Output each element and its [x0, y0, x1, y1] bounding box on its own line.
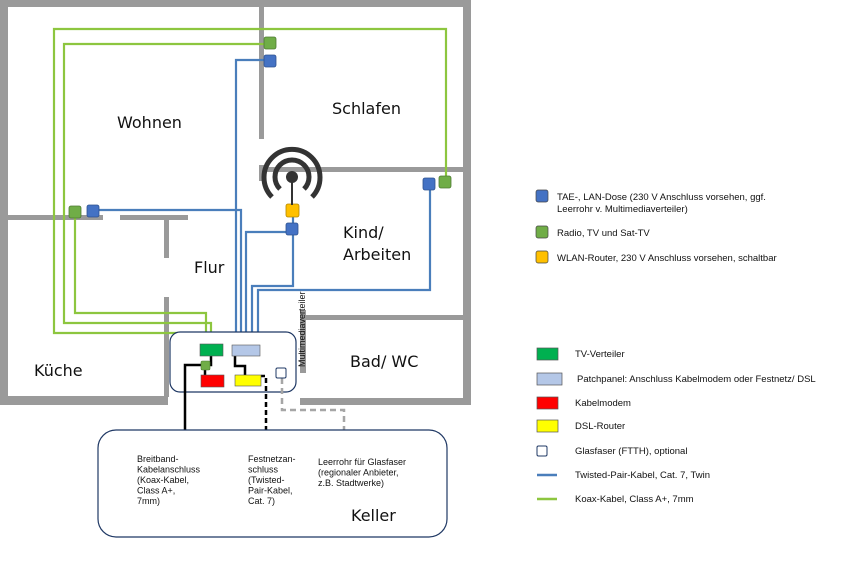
dsl-router — [234, 374, 262, 387]
legend-label-modem: Kabelmodem — [575, 398, 631, 409]
outlet-wlan-router — [285, 203, 300, 218]
breitband-line: Class A+, — [137, 486, 175, 496]
tp-cable-kind — [256, 184, 432, 346]
koax-cables — [52, 27, 448, 346]
tp-cables — [92, 58, 432, 346]
room-label-bad: Bad/ WC — [350, 352, 418, 371]
breitband-line: Breitband- — [137, 454, 179, 464]
koax-cable-schlafen — [62, 42, 270, 346]
multimedia-label: Multimediaverteiler — [297, 291, 307, 367]
room-label-arbeiten: Arbeiten — [343, 245, 411, 264]
room-label-kueche: Küche — [34, 361, 83, 380]
outlet-lan-kind — [422, 177, 436, 191]
outlet-radio-kind — [438, 175, 452, 189]
legend-swatch-tv — [536, 347, 559, 361]
keller-label-glasfaser: Leerrohr für Glasfaser(regionaler Anbiet… — [318, 457, 406, 488]
koax-cable-wohnen — [73, 212, 208, 346]
outlet-lan-flur — [285, 222, 299, 236]
wlan-signal-icon — [261, 146, 323, 199]
keller-box — [97, 429, 448, 538]
legend-swatch-ftth — [536, 445, 548, 457]
legend-label: Radio, TV und Sat-TV — [557, 228, 650, 239]
room-label-keller: Keller — [351, 506, 396, 525]
cable-modem — [200, 374, 225, 388]
outlet-radio-schlafen — [263, 36, 277, 50]
tp-cable-schlafen — [234, 58, 270, 346]
outlet-lan-schlafen — [263, 54, 277, 68]
koax-feed-line — [183, 356, 213, 440]
legend-label-koax: Koax-Kabel, Class A+, 7mm — [575, 494, 694, 505]
glasfaser-line: Leerrohr für Glasfaser — [318, 457, 406, 467]
keller-label-festnetz: Festnetzan-schluss(Twisted-Pair-Kabel,Ca… — [248, 454, 296, 506]
outlet-lan-wohnen — [86, 204, 100, 218]
legend-swatch — [535, 250, 549, 264]
patch-to-dsl-line — [233, 356, 247, 375]
multimedia-distributor-box — [169, 331, 297, 393]
room-label-schlafen: Schlafen — [332, 99, 401, 118]
tv-distributor — [199, 343, 224, 357]
keller-label-breitband: Breitband-Kabelanschluss(Koax-Kabel,Clas… — [137, 454, 201, 506]
legend-label-ftth: Glasfaser (FTTH), optional — [575, 446, 687, 457]
festnetz-line: Festnetzan- — [248, 454, 296, 464]
outlet-radio-wohnen — [68, 205, 82, 219]
breitband-line: Kabelanschluss — [137, 465, 201, 475]
festnetz-line: (Twisted- — [248, 475, 285, 485]
room-label-flur: Flur — [194, 258, 225, 277]
festnetz-feed-line — [261, 374, 268, 447]
legend-label-dsl: DSL-Router — [575, 421, 625, 432]
legend-label-patch: Patchpanel: Anschluss Kabelmodem oder Fe… — [577, 374, 816, 385]
glasfaser-line: (regionaler Anbieter, — [318, 468, 399, 478]
glasfaser-tube — [280, 378, 346, 445]
patch-panel — [231, 344, 261, 357]
legend-swatch-dsl — [536, 419, 559, 433]
festnetz-line: Cat. 7) — [248, 496, 275, 506]
legend-label-tv: TV-Verteiler — [575, 349, 625, 360]
koax-cable-schlafen-far — [52, 27, 448, 346]
festnetz-line: schluss — [248, 465, 279, 475]
legend-swatch-patch — [536, 372, 563, 386]
legend-swatch-modem — [536, 396, 559, 410]
festnetz-line: Pair-Kabel, — [248, 486, 293, 496]
legend-swatch — [535, 225, 549, 239]
legend-top: TAE-, LAN-Dose (230 V Anschluss vorsehen… — [535, 189, 777, 264]
legend-label: Leerrohr v. Multimediaverteiler) — [557, 204, 688, 215]
green-square-small — [200, 360, 211, 371]
ftth-box — [275, 367, 287, 379]
room-label-kind: Kind/ — [343, 223, 384, 242]
walls — [0, 0, 471, 405]
breitband-line: 7mm) — [137, 496, 160, 506]
tp-cable-wohnen — [92, 208, 243, 346]
legend-label-tp: Twisted-Pair-Kabel, Cat. 7, Twin — [575, 470, 710, 481]
tp-cable-wlan — [244, 230, 292, 346]
legend-label: TAE-, LAN-Dose (230 V Anschluss vorsehen… — [557, 192, 766, 203]
outlets — [68, 36, 452, 236]
legend-label: WLAN-Router, 230 V Anschluss vorsehen, s… — [557, 253, 777, 264]
glasfaser-line: z.B. Stadtwerke) — [318, 478, 384, 488]
legend-swatch — [535, 189, 549, 203]
keller-connections — [183, 356, 346, 447]
breitband-line: (Koax-Kabel, — [137, 475, 189, 485]
tp-cable-router — [250, 212, 295, 346]
room-label-wohnen: Wohnen — [117, 113, 182, 132]
